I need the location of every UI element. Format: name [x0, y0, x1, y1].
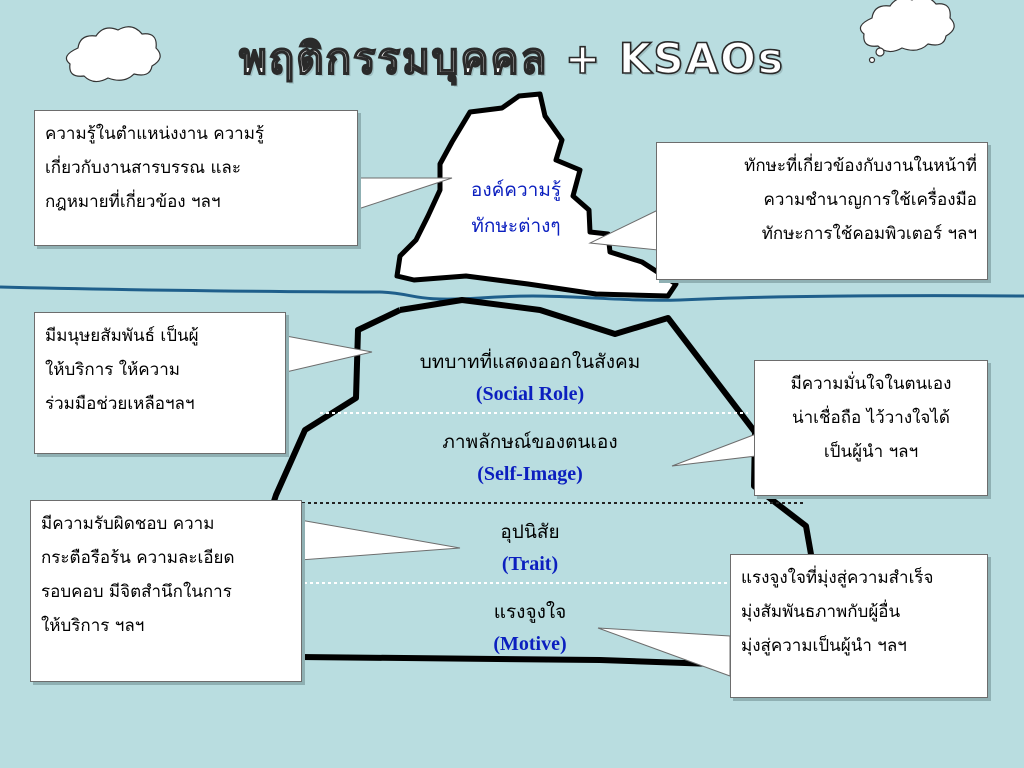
callout-trait: มีความรับผิดชอบ ความ กระตือรือร้น ความละ… [30, 500, 302, 682]
callout-line: กฎหมายที่เกี่ยวข้อง ฯลฯ [45, 192, 221, 212]
layer-thai-label: ภาพลักษณ์ของตนเอง [442, 431, 618, 453]
callout-line: ให้บริการ ฯลฯ [41, 616, 145, 636]
callout-line: แรงจูงใจที่มุ่งสู่ความสำเร็จ [741, 568, 934, 588]
callout-skills: ทักษะที่เกี่ยวข้องกับงานในหน้าที่ ความชำ… [656, 142, 988, 280]
callout-line: เป็นผู้นำ ฯลฯ [823, 442, 919, 462]
iceberg-tip [394, 91, 679, 299]
layer-english-label: (Social Role) [475, 383, 585, 405]
cloud-icon [65, 26, 161, 83]
callout-line: น่าเชื่อถือ ไว้วางใจได้ [792, 408, 950, 428]
layer-english-label: (Self-Image) [477, 463, 583, 485]
layer-trait: อุปนิสัย (Trait) [360, 516, 700, 580]
page-title: พฤติกรรมบุคคล + KSAOs [238, 33, 785, 84]
layer-social-role: บทบาทที่แสดงออกในสังคม (Social Role) [360, 346, 700, 410]
callout-pointer [588, 209, 659, 251]
callout-line: กระตือรือร้น ความละเอียด [41, 548, 235, 568]
callout-line: มุ่งสู่ความเป็นผู้นำ ฯลฯ [741, 636, 907, 656]
water-line [0, 285, 1024, 302]
layer-english-label: (Trait) [501, 553, 559, 575]
iceberg-tip-label: องค์ความรู้ ทักษะต่างๆ [436, 172, 596, 244]
callout-line: มุ่งสัมพันธภาพกับผู้อื่น [741, 602, 901, 622]
callout-pointer [285, 335, 373, 373]
layer-thai-label: แรงจูงใจ [493, 601, 567, 623]
callout-line: ทักษะที่เกี่ยวข้องกับงานในหน้าที่ [744, 156, 977, 176]
layer-thai-label: อุปนิสัย [500, 521, 560, 543]
callout-self-image: มีความมั่นใจในตนเอง น่าเชื่อถือ ไว้วางใจ… [754, 360, 988, 496]
callout-line: มีมนุษยสัมพันธ์ เป็นผู้ [45, 326, 199, 346]
callout-line: รอบคอบ มีจิตสำนึกในการ [41, 582, 232, 602]
layer-english-label: (Motive) [493, 633, 567, 655]
layer-motive: แรงจูงใจ (Motive) [360, 596, 700, 660]
callout-motive: แรงจูงใจที่มุ่งสู่ความสำเร็จ มุ่งสัมพันธ… [730, 554, 988, 698]
callout-line: ร่วมมือช่วยเหลือฯลฯ [45, 394, 195, 414]
cloud-icon [859, 0, 955, 64]
callout-line: ให้บริการ ให้ความ [45, 360, 180, 380]
callout-line: มีความมั่นใจในตนเอง [790, 374, 952, 394]
callout-line: ความชำนาญการใช้เครื่องมือ [763, 190, 977, 210]
layer-thai-label: บทบาทที่แสดงออกในสังคม [419, 351, 641, 373]
callout-knowledge: ความรู้ในตำแหน่งงาน ความรู้ เกี่ยวกับงาน… [34, 110, 358, 246]
tip-knowledge-label: องค์ความรู้ [470, 179, 562, 201]
layer-self-image: ภาพลักษณ์ของตนเอง (Self-Image) [360, 426, 700, 490]
callout-line: เกี่ยวกับงานสารบรรณ และ [45, 158, 241, 178]
callout-line: มีความรับผิดชอบ ความ [41, 514, 215, 534]
tip-skills-label: ทักษะต่างๆ [471, 215, 561, 237]
callout-line: ความรู้ในตำแหน่งงาน ความรู้ [45, 124, 265, 144]
callout-social-role: มีมนุษยสัมพันธ์ เป็นผู้ ให้บริการ ให้ควา… [34, 312, 286, 454]
callout-line: ทักษะการใช้คอมพิวเตอร์ ฯลฯ [761, 224, 977, 244]
